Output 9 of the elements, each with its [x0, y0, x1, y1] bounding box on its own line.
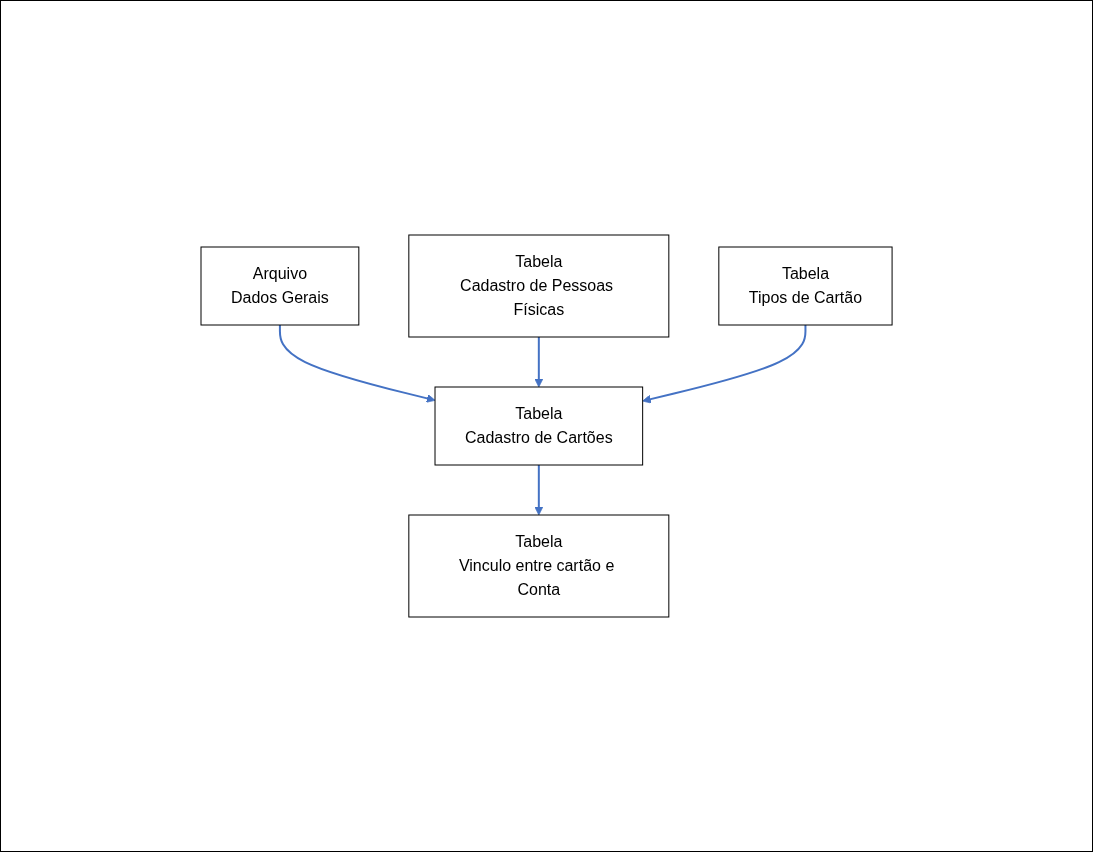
node-box: Arquivo Dados Gerais [200, 246, 360, 326]
arrow [534, 464, 544, 516]
arrow [534, 336, 544, 388]
node-box: Tabela Cadastro de Pessoas Físicas [408, 234, 670, 338]
arrow [642, 324, 807, 404]
arrow [278, 324, 436, 403]
node-box: Tabela Tipos de Cartão [718, 246, 893, 326]
node-box: Tabela Vinculo entre cartão e Conta [408, 514, 670, 618]
node-box: Tabela Cadastro de Cartões [434, 386, 644, 466]
